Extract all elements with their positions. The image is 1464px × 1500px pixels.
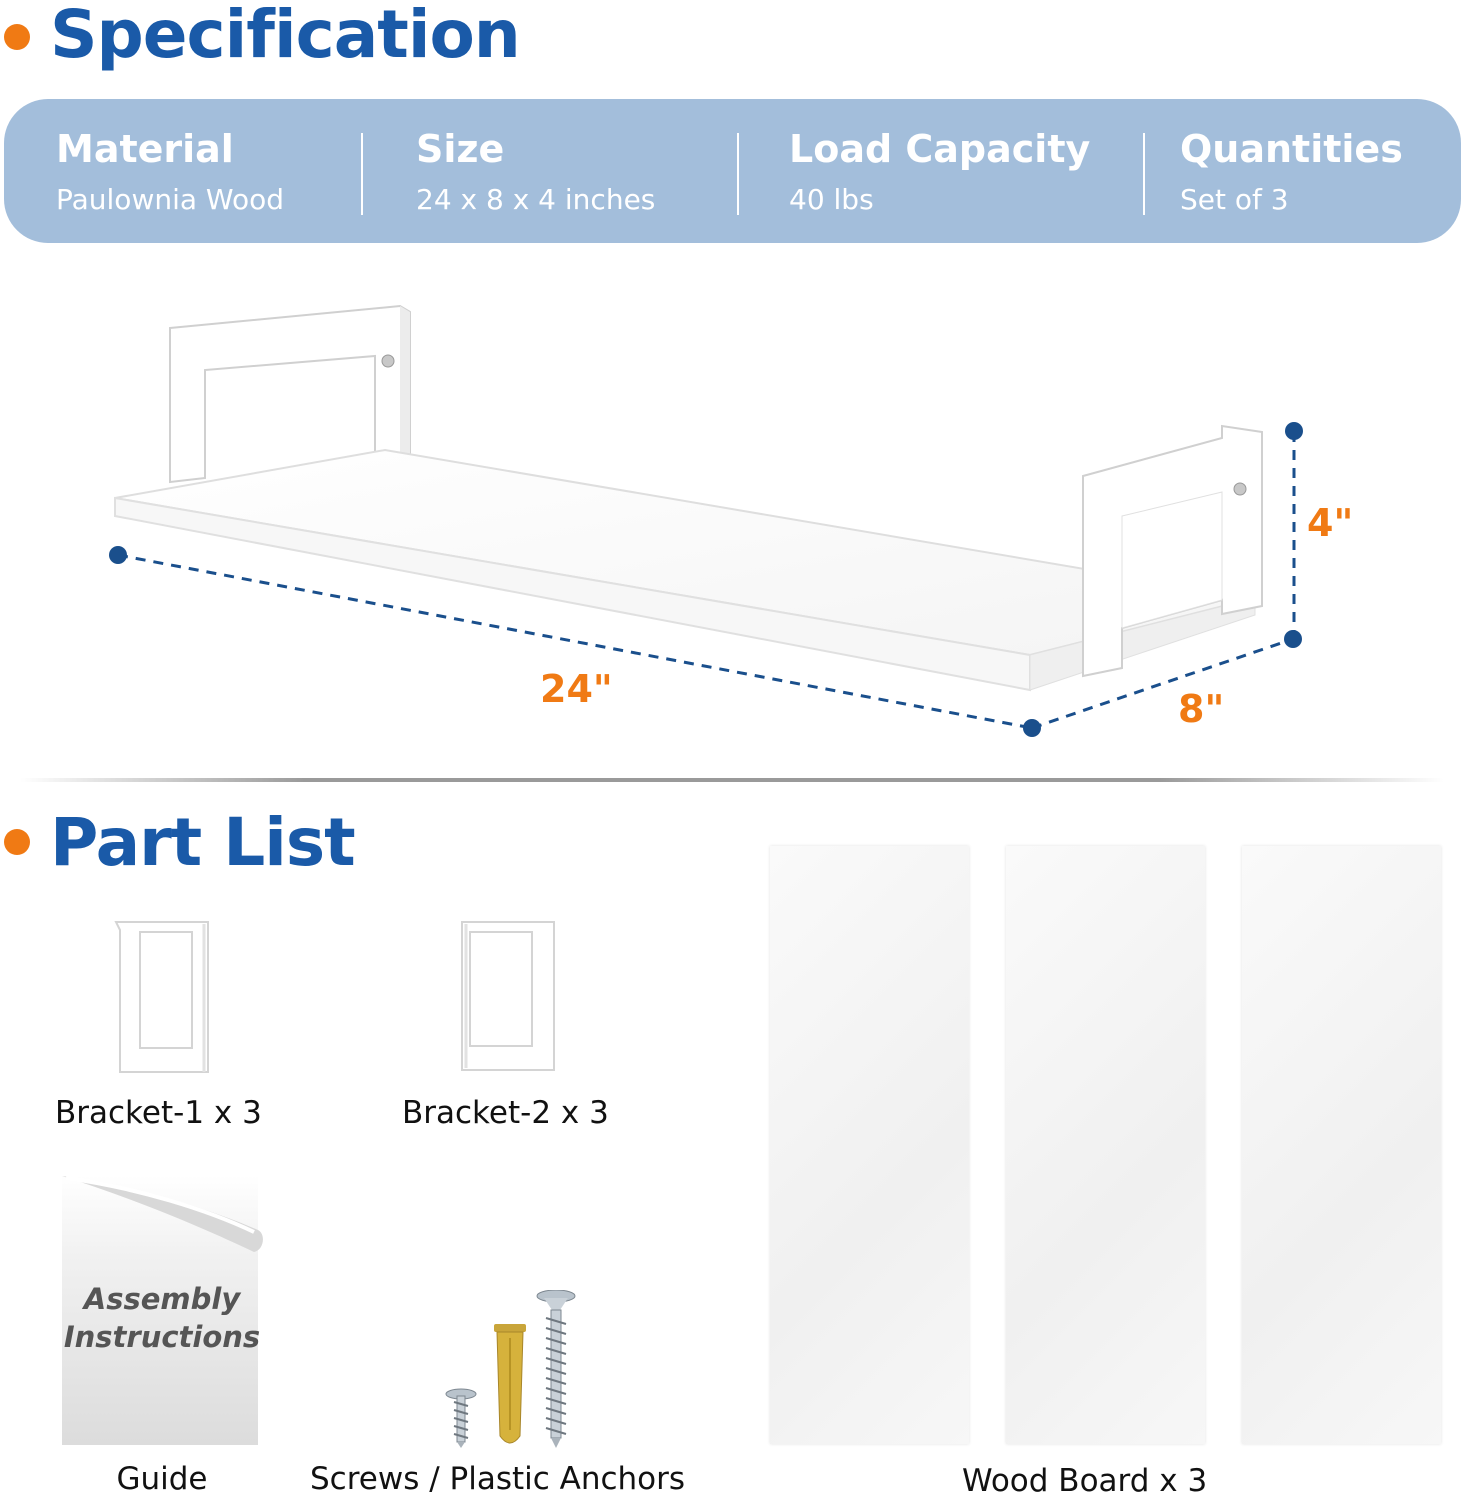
spec-title: Specification [50,0,521,73]
spec-divider [1143,133,1145,215]
shelf-illustration: 24" 8" 4" [109,304,1353,737]
guide-caption: Guide [116,1461,208,1497]
spec-value: Paulownia Wood [56,183,285,216]
partlist-bullet-icon [4,829,30,855]
dimension-height-label: 4" [1307,501,1353,545]
long-screw-icon [536,1290,576,1448]
screw-head-icon [381,354,395,368]
wood-board-caption: Wood Board x 3 [962,1463,1208,1499]
spec-size: Size 24 x 8 x 4 inches [416,130,655,214]
bracket-2-caption: Bracket-2 x 3 [402,1095,609,1131]
bracket-2-image [461,921,555,1071]
screw-head-icon [1233,482,1247,496]
guide-card-line: Instructions [63,1320,261,1354]
section-divider [20,778,1444,782]
partlist-title: Part List [50,804,356,881]
spec-bar [4,99,1461,243]
spec-value: 40 lbs [789,183,874,216]
dimension-lines [109,422,1303,737]
spec-bullet-icon [4,24,30,50]
bracket-1-caption: Bracket-1 x 3 [55,1095,262,1131]
screws-anchors-image [445,1290,576,1448]
guide-card-text: Assembly Instructions [62,1280,262,1356]
spec-value: 24 x 8 x 4 inches [416,183,656,216]
spec-divider [361,133,363,215]
plastic-anchor-icon [494,1324,526,1444]
wood-board-image [1242,846,1441,1444]
spec-value: Set of 3 [1180,183,1289,216]
dimension-depth-label: 8" [1178,687,1224,731]
screws-caption: Screws / Plastic Anchors [310,1461,686,1497]
shelf-board [114,448,1256,692]
spec-load-capacity: Load Capacity 40 lbs [789,130,1090,214]
right-bracket [1082,424,1263,678]
dimension-length-label: 24" [540,667,613,711]
wood-board-image [770,846,969,1444]
wood-board-image [1006,846,1205,1444]
small-screw-icon [445,1388,477,1448]
spec-quantities: Quantities Set of 3 [1180,130,1403,214]
spec-label: Quantities [1180,127,1403,171]
spec-label: Material [56,127,234,171]
page-curl-icon [62,1176,263,1252]
spec-label: Load Capacity [789,127,1091,171]
bracket-1-image [114,921,209,1073]
spec-label: Size [416,127,505,171]
guide-card-line: Assembly [83,1282,241,1316]
spec-divider [737,133,739,215]
left-bracket [169,304,411,484]
spec-material: Material Paulownia Wood [56,130,284,214]
